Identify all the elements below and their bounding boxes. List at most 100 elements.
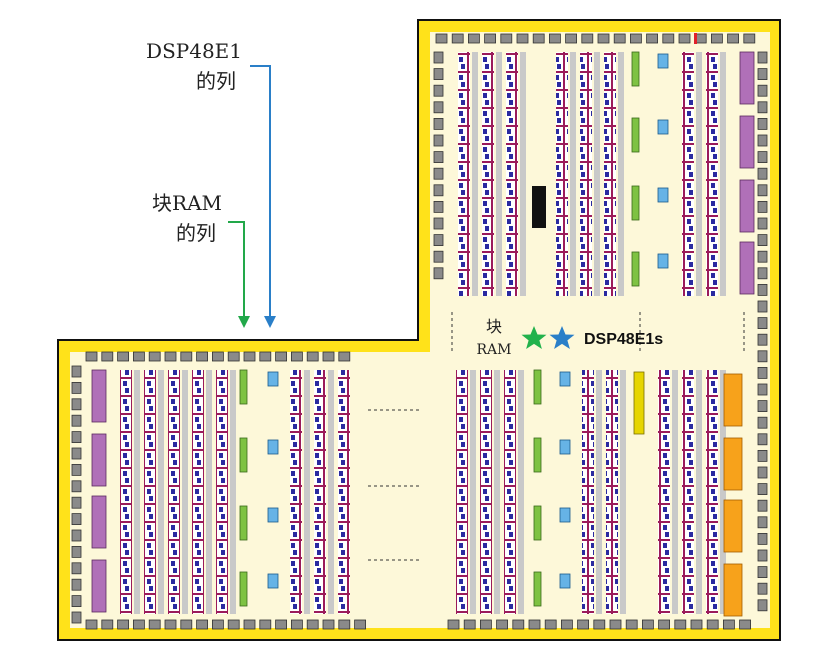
routing-column (518, 370, 524, 614)
io-block (180, 351, 193, 362)
io-block (496, 619, 509, 630)
io-block (757, 134, 768, 147)
routing-column (328, 370, 334, 614)
io-block (338, 619, 351, 630)
bram-column-arrow (228, 221, 245, 318)
dsp-slice (559, 439, 571, 455)
routing-column (230, 370, 236, 614)
io-block (227, 351, 240, 362)
io-block (757, 416, 768, 429)
clock-tile (739, 241, 755, 295)
routing-column (520, 52, 526, 296)
io-block (433, 101, 444, 114)
io-block (338, 351, 351, 362)
io-block (757, 200, 768, 213)
io-block (757, 350, 768, 363)
io-block (211, 619, 224, 630)
io-block (71, 496, 82, 509)
transceiver-tile (723, 563, 743, 617)
io-block (743, 33, 756, 44)
io-block (322, 619, 335, 630)
block-ram (631, 251, 640, 287)
routing-column (570, 52, 576, 296)
routing-column (472, 52, 478, 296)
black-tile (532, 186, 546, 228)
io-block (565, 33, 577, 44)
io-block (757, 167, 768, 180)
io-block (243, 619, 256, 630)
block-ram (533, 571, 542, 607)
io-block-ring (71, 33, 768, 630)
io-block (757, 582, 768, 595)
io-block (757, 300, 768, 313)
block-ram (239, 369, 248, 405)
block-ram (631, 117, 640, 153)
clb-column (682, 370, 694, 614)
clb-column (582, 370, 594, 614)
center-block-label-line1: 块 (486, 317, 502, 336)
io-block (757, 499, 768, 512)
io-block (85, 619, 98, 630)
io-block (757, 84, 768, 97)
clb-column (506, 52, 518, 296)
clb-column (120, 370, 132, 614)
clock-tile (739, 51, 755, 105)
io-block (71, 480, 82, 493)
io-block (211, 351, 224, 362)
center-block-label-line2: RAM (477, 342, 512, 358)
io-block (500, 33, 513, 44)
io-block (85, 351, 98, 362)
io-block (757, 366, 768, 379)
routing-column (696, 370, 702, 614)
io-block (132, 619, 145, 630)
io-block (306, 619, 319, 630)
io-block (757, 549, 768, 562)
io-block (757, 68, 768, 80)
dsp-slice (657, 53, 669, 69)
io-block (148, 619, 161, 630)
routing-column (496, 52, 502, 296)
io-block (433, 51, 444, 64)
io-block (467, 33, 480, 44)
io-block (306, 351, 319, 362)
dsp-slice (559, 573, 571, 589)
clb-column (658, 370, 670, 614)
io-block (71, 414, 82, 427)
green-star-icon (521, 326, 547, 349)
io-block (433, 167, 444, 180)
routing-column (618, 52, 624, 296)
io-block (164, 351, 177, 362)
io-block (71, 381, 82, 394)
io-block (757, 449, 768, 462)
io-block (613, 33, 626, 44)
clb-column (606, 370, 618, 614)
routing-column (182, 370, 188, 614)
io-block (290, 619, 303, 630)
clb-column (482, 52, 494, 296)
io-block (646, 33, 658, 44)
blue-star-icon (549, 326, 575, 349)
io-block (259, 351, 272, 362)
io-block (757, 383, 768, 396)
io-block (71, 447, 82, 460)
clb-column (556, 52, 568, 296)
io-block (433, 68, 444, 80)
io-block (757, 317, 768, 330)
block-ram (533, 369, 542, 405)
block-ram (533, 437, 542, 473)
io-block (757, 483, 768, 496)
io-block (642, 619, 654, 630)
io-block (433, 267, 444, 280)
io-block (71, 595, 82, 607)
io-block (71, 578, 82, 591)
io-block (71, 513, 82, 525)
routing-column (134, 370, 140, 614)
io-block (516, 33, 529, 44)
dsp-slice (267, 507, 279, 523)
dsp-column-arrow (250, 65, 271, 318)
block-ram (631, 185, 640, 221)
io-block (71, 562, 82, 575)
clb-column (314, 370, 326, 614)
routing-column (720, 52, 726, 296)
io-block (451, 33, 464, 44)
